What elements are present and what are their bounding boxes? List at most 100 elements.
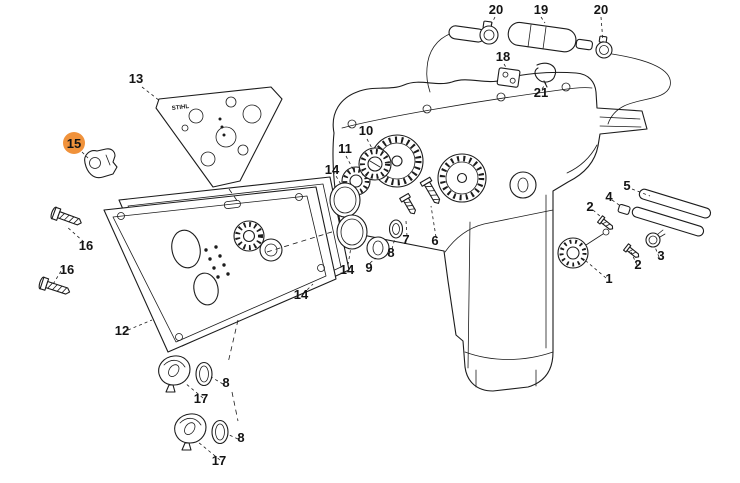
- callout-label[interactable]: 14: [325, 162, 340, 177]
- leader-line: [585, 260, 607, 279]
- callout-label[interactable]: 17: [212, 453, 226, 468]
- housing-side-boss: [509, 171, 537, 199]
- plate-outline: [155, 86, 283, 188]
- housing-top-fold: [341, 87, 593, 129]
- panel-inner-line: [112, 195, 327, 343]
- clamp-20-right: [595, 35, 613, 59]
- callout-label[interactable]: 11: [338, 141, 352, 156]
- ring-8-a: [195, 361, 213, 387]
- leader-line: [345, 155, 354, 170]
- knob-17-b: [174, 413, 207, 451]
- leader-line: [630, 251, 638, 266]
- callout-label[interactable]: 2: [586, 199, 593, 214]
- clip-detail: [105, 154, 111, 166]
- clamp-20-left: [479, 20, 499, 45]
- screw-2-b: [622, 243, 640, 258]
- callout-label[interactable]: 18: [496, 49, 510, 64]
- plate-hole: [200, 151, 216, 167]
- cap-10: [358, 147, 392, 181]
- screw-7: [399, 192, 416, 215]
- callout-label[interactable]: 13: [129, 71, 143, 86]
- callout-label[interactable]: 20: [594, 2, 608, 17]
- panel-vent-dots: [204, 245, 230, 279]
- axis-line: [228, 188, 239, 203]
- rib-ring: [559, 239, 587, 267]
- plate-hole: [188, 108, 204, 124]
- screw-6: [419, 176, 441, 204]
- callout-label[interactable]: 16: [60, 262, 74, 277]
- leader-line: [302, 283, 314, 295]
- bracket-18: [496, 67, 521, 88]
- callout-label[interactable]: 6: [431, 233, 438, 248]
- o-ring-14-lower: [336, 214, 368, 250]
- leader-line: [611, 199, 623, 208]
- housing-boss-right: [437, 153, 487, 203]
- ring-8-small: [388, 219, 404, 239]
- callout-label[interactable]: 10: [359, 123, 373, 138]
- callout-label[interactable]: 8: [387, 245, 394, 260]
- leader-line: [600, 16, 604, 43]
- screw-16-a: [50, 206, 82, 226]
- callout-label[interactable]: 2: [634, 257, 641, 272]
- panel-opening-lower: [193, 272, 219, 306]
- panel-boss-small: [259, 238, 283, 262]
- knob-17-a: [158, 355, 191, 393]
- leader-line: [332, 170, 343, 187]
- callout-label[interactable]: 16: [79, 238, 93, 253]
- callout-label[interactable]: 12: [115, 323, 129, 338]
- rib-ring: [439, 155, 485, 201]
- panel-outline: [103, 186, 337, 353]
- callout-label[interactable]: 19: [534, 2, 548, 17]
- housing-step: [444, 209, 554, 253]
- callout-label[interactable]: 9: [365, 260, 372, 275]
- fuel-filter-assembly: [426, 20, 671, 125]
- panel-boss-large: [233, 220, 265, 252]
- housing-right-curve: [566, 144, 598, 174]
- leader-line: [369, 257, 377, 264]
- axis-line: [227, 319, 239, 364]
- rib-ring: [372, 136, 422, 186]
- leader-line: [391, 237, 396, 250]
- clamp-3: [645, 229, 666, 248]
- leader-line: [210, 376, 224, 385]
- leader-lines: [51, 16, 660, 461]
- callout-label[interactable]: 1: [605, 271, 612, 286]
- plate-hole: [215, 126, 237, 148]
- callout-label[interactable]: 5: [623, 178, 630, 193]
- housing-tab-lines: [599, 116, 642, 128]
- assembly-axis-lines: [227, 188, 336, 422]
- leader-line: [503, 63, 508, 70]
- callout-label[interactable]: 3: [657, 248, 664, 263]
- highlight-circle[interactable]: [63, 132, 85, 154]
- plate-hole: [181, 124, 189, 132]
- rib-ring: [235, 222, 263, 250]
- screw-16-b: [38, 276, 71, 295]
- callout-label[interactable]: 8: [222, 375, 229, 390]
- callout-label[interactable]: 7: [402, 232, 409, 247]
- highlighted-callout-15[interactable]: 15: [63, 132, 85, 154]
- cover-panel-12: [103, 186, 337, 353]
- knob-assembly-upper: [158, 355, 213, 393]
- fuel-line-right: [607, 53, 671, 125]
- leader-line: [197, 441, 221, 461]
- callout-label[interactable]: 17: [194, 391, 208, 406]
- leader-line: [430, 205, 437, 238]
- callout-label[interactable]: 20: [489, 2, 503, 17]
- plug-1: [557, 228, 610, 269]
- plate-hole: [225, 96, 237, 108]
- leader-line: [592, 209, 602, 218]
- callout-label[interactable]: 14: [340, 262, 355, 277]
- screw-2-a: [596, 215, 614, 230]
- callout-label[interactable]: 21: [534, 85, 548, 100]
- housing-foot: [464, 351, 554, 360]
- fuel-filter-19: [507, 21, 594, 53]
- leader-line: [51, 265, 65, 287]
- callout-label[interactable]: 14: [294, 287, 309, 302]
- callout-label-highlighted[interactable]: 15: [67, 136, 81, 151]
- callout-label[interactable]: 4: [605, 189, 613, 204]
- callout-label[interactable]: 8: [237, 430, 244, 445]
- leader-line: [654, 246, 660, 258]
- leader-line: [489, 16, 496, 28]
- panel-opening-upper: [171, 229, 201, 269]
